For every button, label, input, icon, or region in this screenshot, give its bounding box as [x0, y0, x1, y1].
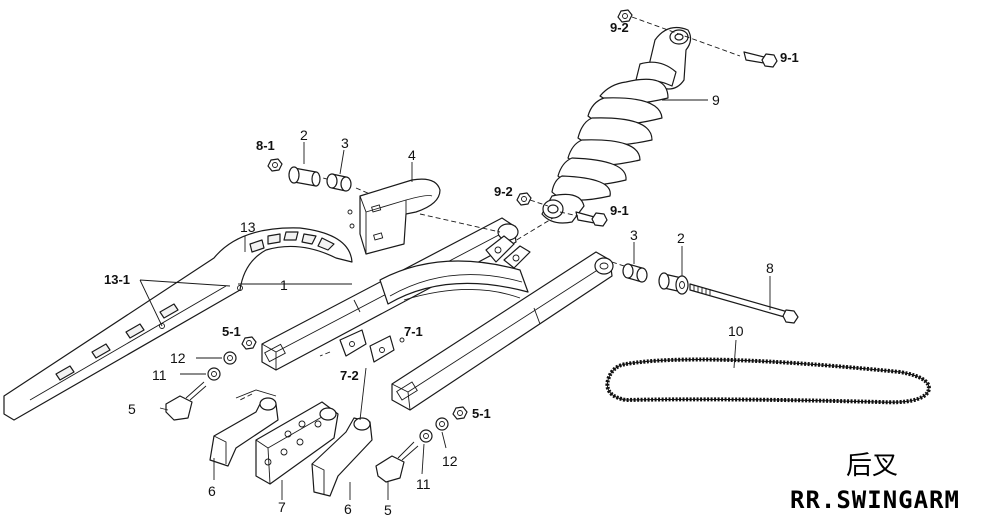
- shock-bottom-axis: [529, 199, 579, 217]
- bolt-5-right: [375, 441, 419, 483]
- title-english: RR.SWINGARM: [790, 486, 960, 514]
- collar-right: [658, 272, 689, 295]
- washer-12-left: [223, 351, 237, 365]
- callout-2-left: 2: [300, 127, 308, 143]
- callout-labels: 1 2 3 4 2 3 8 8-1 9 9-1 9-1 9-2 9-2 10 1…: [104, 20, 799, 518]
- shock-bolt-top: [743, 51, 778, 68]
- callout-5-1-right: 5-1: [472, 406, 491, 421]
- washer-11-right: [419, 429, 433, 443]
- shock-top-axis: [631, 16, 741, 57]
- title-chinese: 后叉: [846, 451, 898, 481]
- shock-nut-top: [617, 9, 633, 23]
- bushing-left: [326, 173, 352, 192]
- chain-slider: [255, 401, 339, 485]
- callout-7: 7: [278, 499, 286, 515]
- callout-9-2-top: 9-2: [610, 20, 629, 35]
- callout-10: 10: [728, 323, 744, 339]
- shock-nut-bottom: [516, 192, 532, 206]
- callout-8-1: 8-1: [256, 138, 275, 153]
- nut-5-1-right: [452, 406, 468, 420]
- callout-9: 9: [712, 92, 720, 108]
- callout-13: 13: [240, 219, 256, 235]
- callout-9-1-top: 9-1: [780, 50, 799, 65]
- slider-mount-lugs: [339, 329, 405, 363]
- callout-12-left: 12: [170, 350, 186, 366]
- callout-1: 1: [280, 277, 288, 293]
- callout-5-1-left: 5-1: [222, 324, 241, 339]
- callout-5-right: 5: [384, 502, 392, 518]
- callout-13-1: 13-1: [104, 272, 130, 287]
- nut-5-1-left: [241, 336, 257, 350]
- callout-7-1: 7-1: [404, 324, 423, 339]
- chain-guide-plate-left: [209, 389, 279, 467]
- callout-3-left: 3: [341, 135, 349, 151]
- callout-6-left: 6: [208, 483, 216, 499]
- callout-2-right: 2: [677, 230, 685, 246]
- leader-lines: [139, 99, 771, 500]
- callout-5-left: 5: [128, 401, 136, 417]
- chain-guide-plate-right: [311, 407, 373, 497]
- callout-12-right: 12: [442, 453, 458, 469]
- washer-12-right: [435, 417, 449, 431]
- brake-hose-bracket: [347, 178, 441, 255]
- bolt-5-left: [165, 381, 207, 421]
- callout-7-2: 7-2: [340, 368, 359, 383]
- callout-8: 8: [766, 260, 774, 276]
- callout-11-left: 11: [152, 367, 167, 383]
- bushing-right: [622, 263, 648, 283]
- callout-9-1-bottom: 9-1: [610, 203, 629, 218]
- chain-guard: [3, 227, 353, 421]
- collar-left: [288, 166, 321, 187]
- callout-11-right: 11: [416, 476, 431, 492]
- slider-axis: [239, 351, 331, 401]
- callout-6-right: 6: [344, 501, 352, 517]
- pivot-bolt: [689, 283, 799, 324]
- callout-4: 4: [408, 147, 416, 163]
- pivot-nut-left: [267, 158, 283, 172]
- shock-mount-axis: [509, 217, 554, 245]
- callout-9-2-bottom: 9-2: [494, 184, 513, 199]
- washer-11-left: [207, 367, 221, 381]
- rear-shock-absorber: [541, 27, 692, 224]
- drive-chain: [605, 357, 931, 405]
- shock-bolt-bottom: [575, 211, 608, 227]
- callout-3-right: 3: [630, 227, 638, 243]
- swingarm: [261, 217, 614, 411]
